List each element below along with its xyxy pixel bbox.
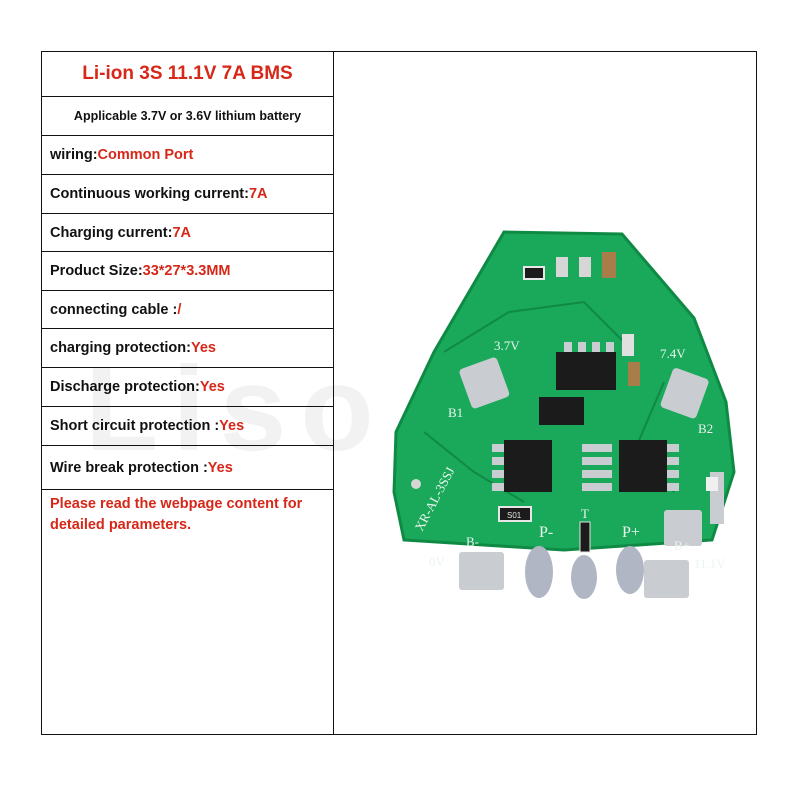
- thermistor: [579, 521, 591, 553]
- s01-label: S01: [507, 511, 522, 520]
- mount-hole: [411, 479, 421, 489]
- spec-row-charging-protection: charging protection: Yes: [42, 329, 333, 368]
- spec-value: 7A: [248, 186, 268, 202]
- smd-resistor: [556, 257, 568, 277]
- smd-capacitor: [628, 362, 640, 386]
- bms-board-illustration: S01 3.7V 7.4V B1 B2 B- B+ 0V: [392, 230, 736, 599]
- spec-row-wiring: wiring:Common Port: [42, 136, 333, 175]
- mosfet-right: [619, 440, 667, 492]
- pad-b-plus: [664, 510, 702, 546]
- spec-label: Continuous working current:: [50, 186, 249, 202]
- pcb-trace: [443, 300, 635, 353]
- pad-side-small: [706, 477, 718, 491]
- smd-capacitor: [602, 252, 616, 278]
- spec-row-connecting-cable: connecting cable :/: [42, 291, 333, 329]
- spec-value: 33*27*3.3MM: [142, 263, 231, 279]
- mosfet-center-pins: [582, 444, 612, 491]
- spec-label: wiring:: [50, 147, 98, 163]
- label-b2: B2: [698, 421, 713, 436]
- spec-value: 7A: [172, 224, 191, 241]
- spec-value: /: [177, 301, 182, 318]
- product-subtitle: Applicable 3.7V or 3.6V lithium battery: [42, 97, 333, 136]
- spec-row-product-size: Product Size:33*27*3.3MM: [42, 252, 333, 291]
- pad-b2: [660, 368, 709, 419]
- spec-value: Yes: [219, 418, 245, 434]
- smd-s01: [498, 506, 532, 522]
- spec-label: Charging current:: [50, 224, 173, 241]
- spec-row-discharge-protection: Discharge protection: Yes: [42, 368, 333, 407]
- spec-row-continuous-current: Continuous working current:7A: [42, 175, 333, 214]
- ic-middle: [539, 397, 584, 425]
- pad-b1: [459, 357, 510, 409]
- product-photo: S01 3.7V 7.4V B1 B2 B- B+ 0V: [334, 52, 758, 734]
- spec-value: Yes: [190, 340, 216, 356]
- smd-resistor: [622, 334, 634, 356]
- label-p-plus: P+: [622, 524, 640, 541]
- product-title: Li-ion 3S 11.1V 7A BMS: [42, 52, 333, 97]
- spec-row-charging-current: Charging current:7A: [42, 214, 333, 252]
- label-b1: B1: [448, 405, 463, 420]
- spec-card: Li-ion 3S 11.1V 7A BMS Applicable 3.7V o…: [41, 51, 757, 735]
- note-text: Please read the webpage content for deta…: [50, 496, 303, 533]
- label-7-4v: 7.4V: [660, 346, 686, 361]
- mosfet-left: [504, 440, 552, 492]
- spec-label: Short circuit protection :: [50, 418, 220, 434]
- ic-top: [556, 352, 616, 390]
- spec-row-wire-break-protection: Wire break protection :Yes: [42, 446, 333, 490]
- spec-label: Wire break protection :: [50, 459, 208, 476]
- pad-b-minus: [459, 552, 504, 590]
- spec-label: connecting cable :: [50, 301, 178, 318]
- pad-11-1v: [644, 560, 689, 598]
- spec-table: Li-ion 3S 11.1V 7A BMS Applicable 3.7V o…: [42, 52, 334, 734]
- pad-t: [571, 555, 597, 599]
- pad-p-minus: [525, 546, 553, 598]
- spec-value: Yes: [199, 379, 225, 395]
- pad-p-plus: [616, 546, 644, 594]
- smd-resistor: [523, 266, 545, 280]
- mosfet-left-pins: [492, 444, 504, 491]
- label-p-minus: P-: [539, 524, 553, 541]
- spec-label: charging protection:: [50, 340, 191, 356]
- smd-resistor: [579, 257, 591, 277]
- spec-value: Yes: [207, 459, 233, 476]
- label-b-minus: B-: [466, 534, 479, 549]
- label-b-plus: B+: [674, 538, 690, 553]
- ic-top-pins: [564, 342, 614, 352]
- label-11-1v: 11.1V: [694, 556, 726, 571]
- spec-label: Discharge protection:: [50, 379, 200, 395]
- label-0v: 0V: [429, 554, 446, 569]
- label-3-7v: 3.7V: [494, 338, 520, 353]
- spec-value: Common Port: [97, 147, 194, 163]
- label-t: T: [581, 506, 589, 521]
- spec-label: Product Size:: [50, 263, 143, 279]
- spec-row-short-circuit-protection: Short circuit protection :Yes: [42, 407, 333, 446]
- mosfet-right-pins: [667, 444, 679, 491]
